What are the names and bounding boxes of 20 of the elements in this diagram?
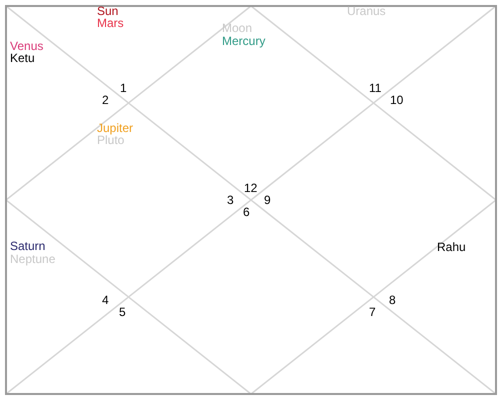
planet-label: Jupiter bbox=[97, 122, 134, 135]
house-number: 7 bbox=[369, 306, 376, 319]
house-number: 6 bbox=[243, 206, 250, 219]
planet-label: Ketu bbox=[10, 52, 35, 65]
house-number: 4 bbox=[102, 294, 109, 307]
house-number: 12 bbox=[244, 182, 258, 195]
planet-label: Mars bbox=[97, 17, 124, 30]
house-number: 5 bbox=[119, 306, 126, 319]
house-number: 11 bbox=[369, 82, 382, 95]
house-number: 10 bbox=[390, 94, 404, 107]
planet-label: Mercury bbox=[222, 35, 266, 48]
planet-label: Rahu bbox=[437, 241, 466, 254]
planet-label: Venus bbox=[10, 40, 44, 53]
house-number: 8 bbox=[389, 294, 396, 307]
planet-label: Saturn bbox=[10, 240, 46, 253]
house-number: 1 bbox=[120, 82, 127, 95]
house-number: 2 bbox=[102, 94, 109, 107]
house-number: 3 bbox=[227, 194, 234, 207]
house-number: 9 bbox=[264, 194, 271, 207]
planet-label: Sun bbox=[97, 5, 118, 18]
